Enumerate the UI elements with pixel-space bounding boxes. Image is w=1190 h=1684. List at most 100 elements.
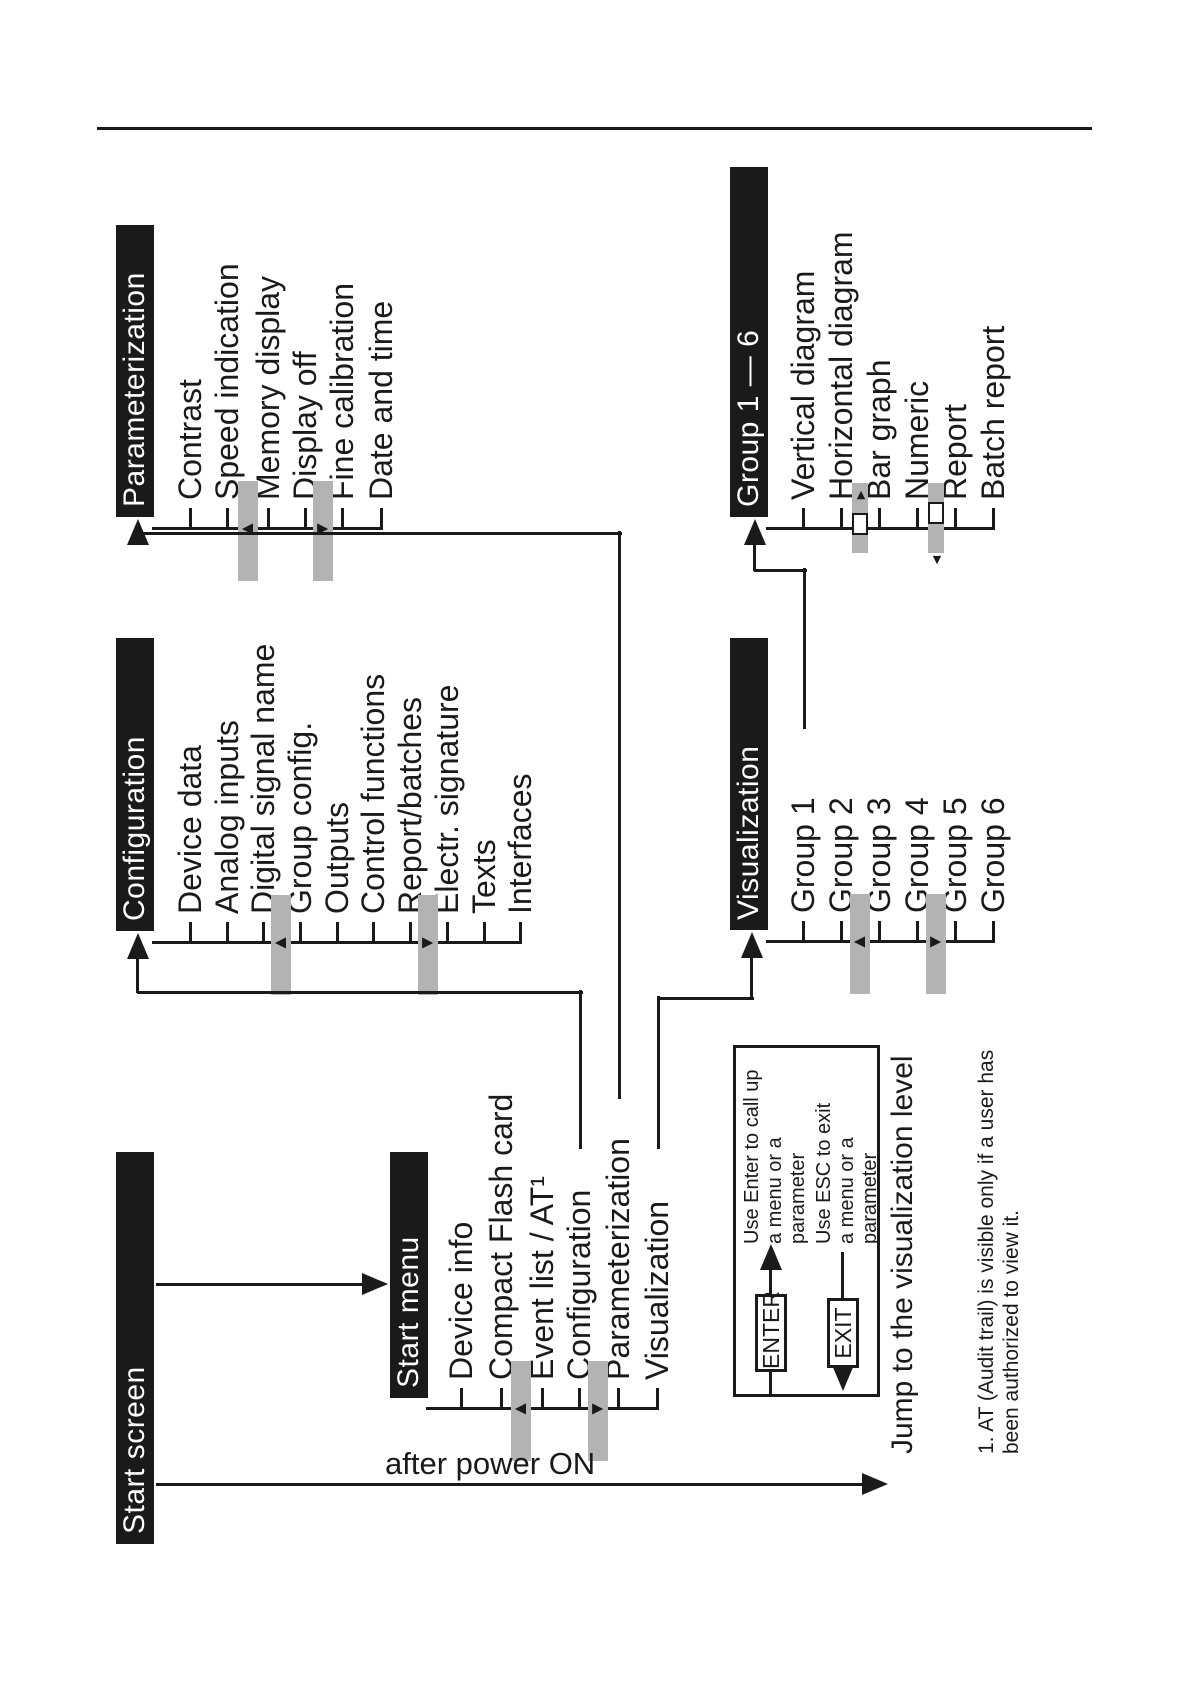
menu-item-tick (954, 921, 957, 943)
connector-visualization-to-group-1-6 (753, 542, 756, 571)
menu-item: Interfaces (502, 773, 538, 914)
menu-item-tick (483, 922, 486, 944)
exit-description-line: Use ESC to exit (813, 1102, 835, 1244)
enter-description-line: a menu or a (764, 1137, 786, 1244)
menu-item: Outputs (319, 801, 355, 914)
menu-item-tick (916, 508, 919, 530)
menu-item-tick (446, 922, 449, 944)
connector-visualization-to-group-1-6 (754, 569, 807, 572)
enter-key-label: ENTER (758, 1291, 784, 1369)
menu-bar-configuration: Configuration (116, 638, 154, 931)
menu-bar-title: Parameterization (118, 272, 151, 507)
menu-item: Device data (172, 745, 208, 914)
menu-item: Digital signal name (245, 643, 281, 914)
menu-item: Analog inputs (209, 720, 245, 914)
connector-start-menu-to-parameterization (618, 531, 621, 1099)
scroll-left-icon: ◄ (928, 553, 944, 567)
exit-lead-line (841, 1252, 844, 1298)
enter-description-line: Use Enter to call up (741, 1069, 763, 1244)
connector-start-screen-to-start-menu (156, 1283, 365, 1286)
menu-item-tick (372, 922, 375, 944)
menu-item: Group 1 (785, 797, 821, 913)
menu-item: Contrast (172, 379, 208, 500)
menu-item-tick (617, 1388, 620, 1410)
connector-start-menu-to-parameterization (137, 532, 622, 535)
menu-item-tick (578, 1388, 581, 1410)
menu-item: Display off (287, 351, 323, 500)
menu-bar-parameterization: Parameterization (116, 225, 154, 517)
scrollbar-thumb (852, 513, 868, 535)
menu-item: Bar graph (861, 359, 897, 500)
connector-start-menu-to-configuration (579, 990, 582, 1149)
menu-item: Report/batches (392, 696, 428, 914)
arrowhead-down-icon (362, 1273, 388, 1295)
menu-item: Parameterization (600, 1138, 636, 1380)
menu-item: Memory display (250, 275, 286, 500)
scrollbar-thumb (928, 502, 944, 524)
menu-item-tick (267, 508, 270, 530)
menu-bar-title: Start menu (392, 1236, 425, 1388)
scroll-right-icon: ► (852, 488, 868, 502)
menu-item-tick (189, 922, 192, 944)
menu-item-tick (541, 1388, 544, 1410)
menu-bar-title: Configuration (118, 736, 151, 921)
exit-description: Use ESC to exit a menu or a parameter (813, 1103, 882, 1244)
menu-item-tick (878, 921, 881, 943)
menu-item-tick (840, 508, 843, 530)
connector-start-menu-to-configuration (136, 956, 139, 993)
scroll-down-icon: ▼ (417, 933, 438, 953)
menu-item-tick (992, 508, 995, 530)
enter-arrow-line (769, 1266, 772, 1294)
menu-item: Date and time (363, 300, 399, 500)
enter-description-line: parameter (787, 1152, 809, 1244)
arrowhead-right-icon (127, 933, 149, 959)
menu-item-tick (226, 508, 229, 530)
exit-arrow-line (841, 1368, 844, 1381)
menu-bar-start-menu: Start menu (390, 1152, 428, 1398)
menu-item-tick (226, 922, 229, 944)
menu-item-tick (189, 508, 192, 530)
menu-bar-visualization: Visualization (730, 638, 768, 930)
menu-item-tick (802, 508, 805, 530)
menu-item-tick (304, 508, 307, 530)
menu-item-tick (840, 921, 843, 943)
menu-item-tick (262, 922, 265, 944)
menu-bar-title: Start screen (118, 1366, 151, 1534)
menu-item-tick (916, 921, 919, 943)
arrowhead-right-icon (760, 1244, 782, 1270)
menu-item: Event list / AT¹ (524, 1176, 560, 1380)
connector-start-menu-to-configuration (137, 991, 583, 994)
exit-key-label: EXIT (830, 1307, 856, 1359)
scroll-up-icon: ▲ (849, 932, 870, 952)
menu-item: Control functions (355, 673, 391, 914)
connector-start-menu-to-visualization (657, 996, 660, 1149)
menu-item-tick (500, 1388, 503, 1410)
page-rule (97, 127, 1092, 130)
after-power-on-label: after power ON (385, 1446, 596, 1481)
connector-after-power-on (156, 1483, 865, 1486)
menu-item-tick (460, 1388, 463, 1410)
exit-description-line: parameter (859, 1152, 881, 1244)
menu-item: Batch report (975, 325, 1011, 500)
menu-item: Vertical diagram (785, 270, 821, 500)
menu-item: Compact Flash card (483, 1093, 519, 1380)
scroll-down-icon: ▼ (925, 932, 946, 952)
menu-item-tick (299, 922, 302, 944)
jump-to-visualization-label: Jump to the visualization level (886, 1055, 919, 1454)
menu-item-tick (802, 921, 805, 943)
footnote-line: been authorized to view it. (1000, 1210, 1023, 1454)
scroll-up-icon: ▲ (237, 519, 258, 539)
enter-key: ENTER (755, 1291, 787, 1372)
menu-item: Speed indication (209, 263, 245, 500)
menu-item-tick (336, 922, 339, 944)
exit-key: EXIT (827, 1298, 859, 1368)
menu-item-tick (954, 508, 957, 530)
menu-item: Electr. signature (429, 684, 465, 914)
menu-item-tick (656, 1388, 659, 1410)
scroll-down-icon: ▼ (312, 519, 333, 539)
menu-bar-title: Visualization (732, 745, 765, 920)
menu-item-tick (380, 508, 383, 530)
menu-item-tick (992, 921, 995, 943)
arrowhead-right-icon (741, 932, 763, 958)
